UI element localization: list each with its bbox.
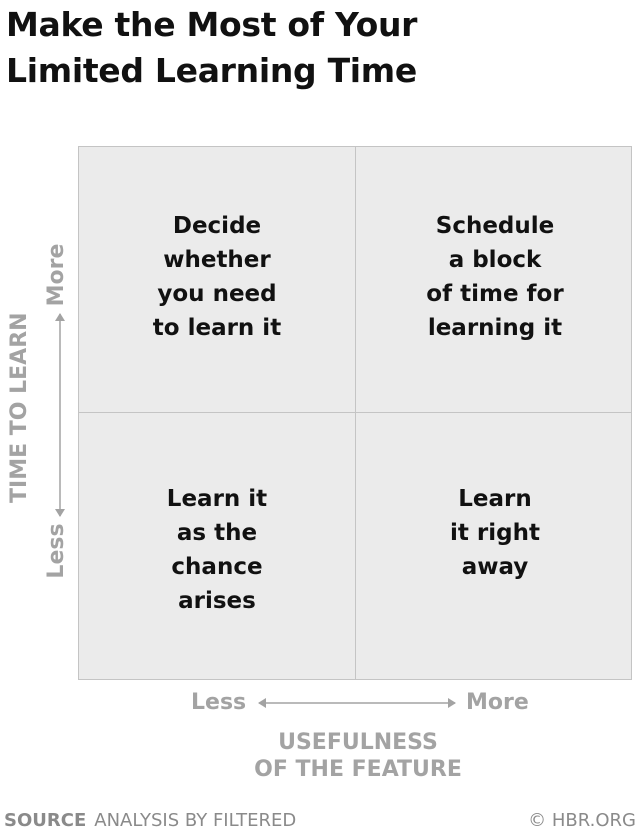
quadrant-matrix: Decide whether you need to learn it Sche…	[78, 146, 632, 680]
quadrant-text-line: you need	[157, 281, 277, 307]
quadrant-text-line: away	[461, 554, 529, 580]
source-text: ANALYSIS BY FILTERED	[94, 810, 297, 831]
quadrant-text-line: of time for	[426, 281, 564, 307]
quadrant-bottom-left: Learn it as the chance arises	[79, 482, 355, 618]
quadrant-text-line: it right	[450, 520, 540, 546]
x-axis-label-line-1: USEFULNESS	[278, 730, 438, 755]
x-axis-less-label: Less	[191, 690, 247, 715]
quadrant-text-line: whether	[163, 247, 271, 273]
quadrant-text-line: Learn it	[166, 486, 268, 512]
title-line-1: Make the Most of Your	[6, 5, 418, 44]
vertical-divider	[355, 147, 356, 679]
quadrant-top-right: Schedule a block of time for learning it	[357, 209, 633, 345]
title-line-2: Limited Learning Time	[6, 51, 417, 90]
y-axis-label: TIME TO LEARN	[7, 312, 32, 503]
source-label: SOURCE	[4, 810, 87, 831]
quadrant-text-line: Learn	[458, 486, 532, 512]
y-axis-double-arrow-icon	[55, 313, 65, 517]
x-axis-more-label: More	[466, 690, 529, 715]
chart-title: Make the Most of Your Limited Learning T…	[6, 2, 636, 94]
x-axis-label: USEFULNESS OF THE FEATURE	[200, 729, 516, 783]
horizontal-divider	[79, 412, 631, 413]
quadrant-text-line: chance	[171, 554, 263, 580]
x-axis-double-arrow-icon	[258, 698, 456, 708]
x-axis-label-line-2: OF THE FEATURE	[254, 757, 462, 782]
quadrant-bottom-right: Learn it right away	[357, 482, 633, 584]
y-axis-less-label: Less	[44, 523, 69, 579]
quadrant-text-line: Decide	[172, 213, 262, 239]
credit-text: © HBR.ORG	[528, 810, 636, 831]
y-axis-more-label: More	[44, 243, 69, 307]
quadrant-text-line: to learn it	[152, 315, 282, 341]
quadrant-text-line: a block	[448, 247, 542, 273]
quadrant-text-line: Schedule	[435, 213, 555, 239]
quadrant-text-line: as the	[176, 520, 258, 546]
quadrant-text-line: learning it	[427, 315, 563, 341]
quadrant-text-line: arises	[178, 588, 256, 614]
footer: SOURCE ANALYSIS BY FILTERED © HBR.ORG	[4, 808, 636, 834]
quadrant-top-left: Decide whether you need to learn it	[79, 209, 355, 345]
